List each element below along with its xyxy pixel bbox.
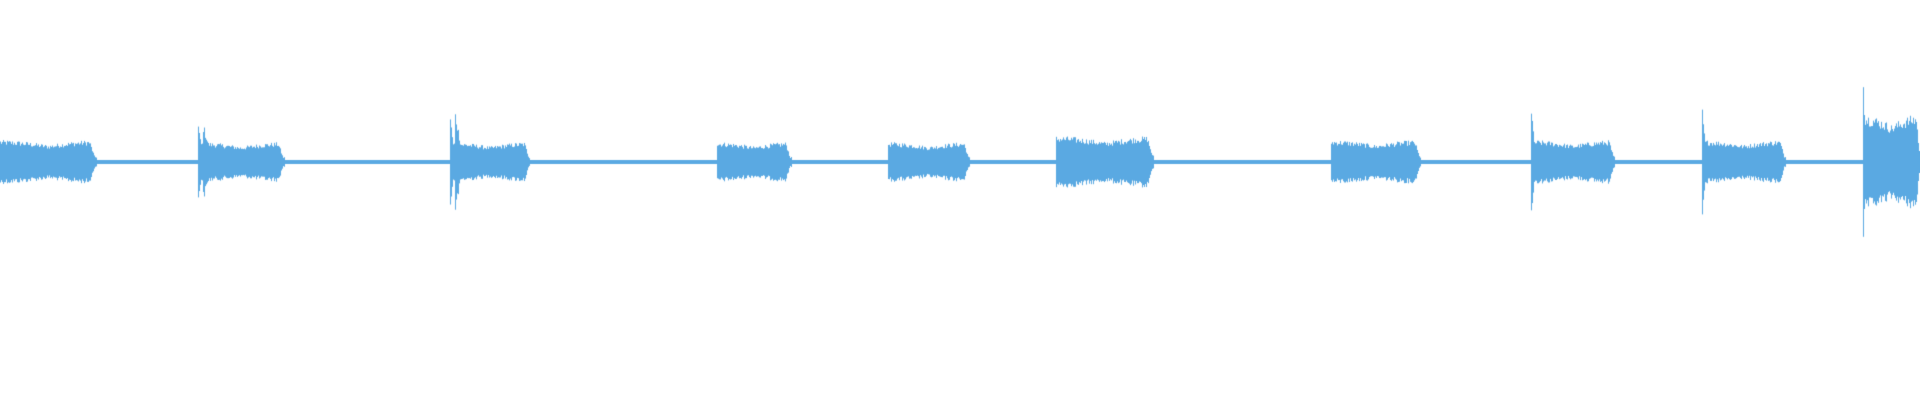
audio-waveform[interactable] [0, 0, 1920, 400]
